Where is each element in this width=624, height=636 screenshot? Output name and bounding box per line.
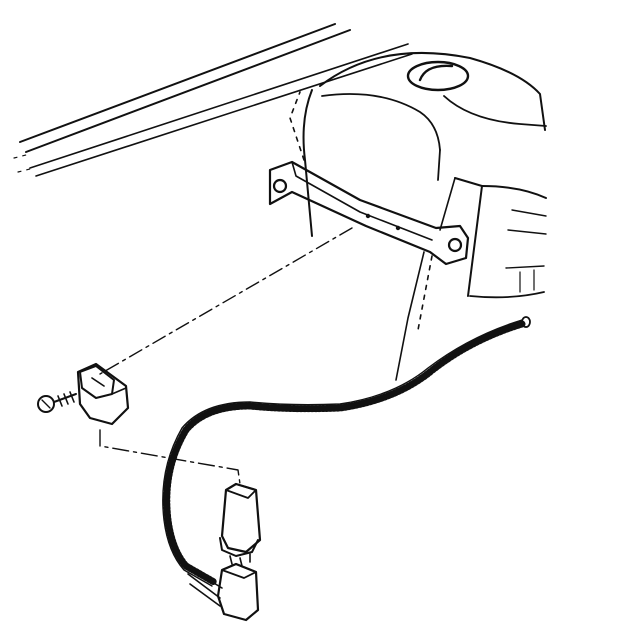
vehicle-body-panel	[13, 23, 547, 381]
relay	[219, 482, 262, 567]
relay-holder-clip	[76, 362, 130, 426]
wiring-connector	[185, 562, 260, 622]
alignment-line-relay	[99, 429, 241, 485]
alignment-line-bracket	[99, 227, 353, 375]
mounting-screw	[37, 391, 77, 413]
corrugated-wiring-loom	[162, 316, 531, 587]
mounting-bracket	[268, 160, 470, 266]
